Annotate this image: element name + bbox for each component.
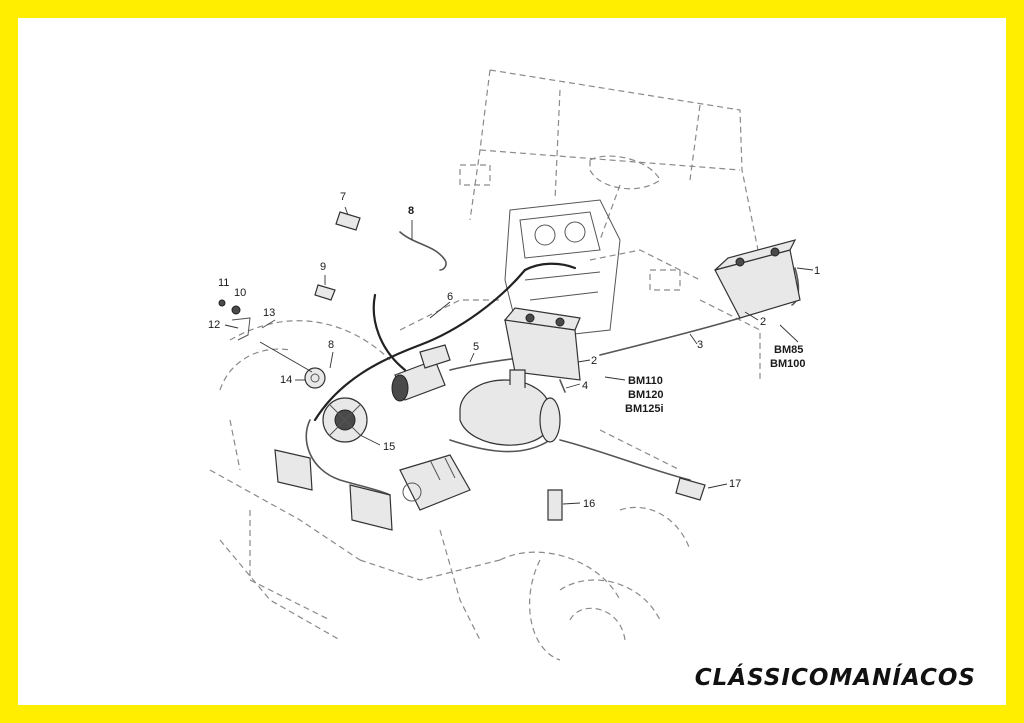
model-label-bm100: BM100 [770, 358, 805, 370]
callout-17: 17 [729, 478, 741, 490]
callout-9: 9 [320, 261, 326, 273]
callout-7: 7 [340, 191, 346, 203]
alternator [322, 397, 368, 443]
headlights [274, 449, 393, 531]
callout-3: 3 [697, 339, 703, 351]
callout-14: 14 [280, 374, 292, 386]
injection-pump [399, 454, 471, 511]
model-label-bm125i: BM125i [625, 403, 664, 415]
tractor-outline [209, 69, 771, 661]
model-label-bm85: BM85 [774, 344, 803, 356]
model-label-bm120: BM120 [628, 389, 663, 401]
callout-1: 1 [814, 265, 820, 277]
callout-2-upper: 2 [760, 316, 766, 328]
callout-8: 8 [328, 339, 334, 351]
air-filter [459, 369, 561, 446]
callout-15: 15 [383, 441, 395, 453]
callout-2-middle: 2 [591, 355, 597, 367]
callout-5: 5 [473, 341, 479, 353]
battery-upper [714, 239, 801, 319]
callout-11: 11 [218, 277, 229, 289]
callout-12: 12 [208, 319, 220, 331]
model-label-bm110: BM110 [628, 375, 663, 387]
wiring-harness [305, 231, 800, 496]
callout-16: 16 [583, 498, 595, 510]
starter-motor [391, 344, 451, 402]
callout-6: 6 [447, 291, 453, 303]
callout-4: 4 [582, 380, 588, 392]
callout-8-top: 8 [408, 205, 414, 217]
sensors [218, 211, 706, 521]
battery-middle [503, 307, 581, 381]
callout-13: 13 [263, 307, 275, 319]
dashboard-panel [504, 199, 621, 341]
callout-10: 10 [234, 287, 246, 299]
leader-lines [224, 206, 814, 505]
watermark-logo: CLÁSSICOMANÍACOS [694, 665, 976, 691]
